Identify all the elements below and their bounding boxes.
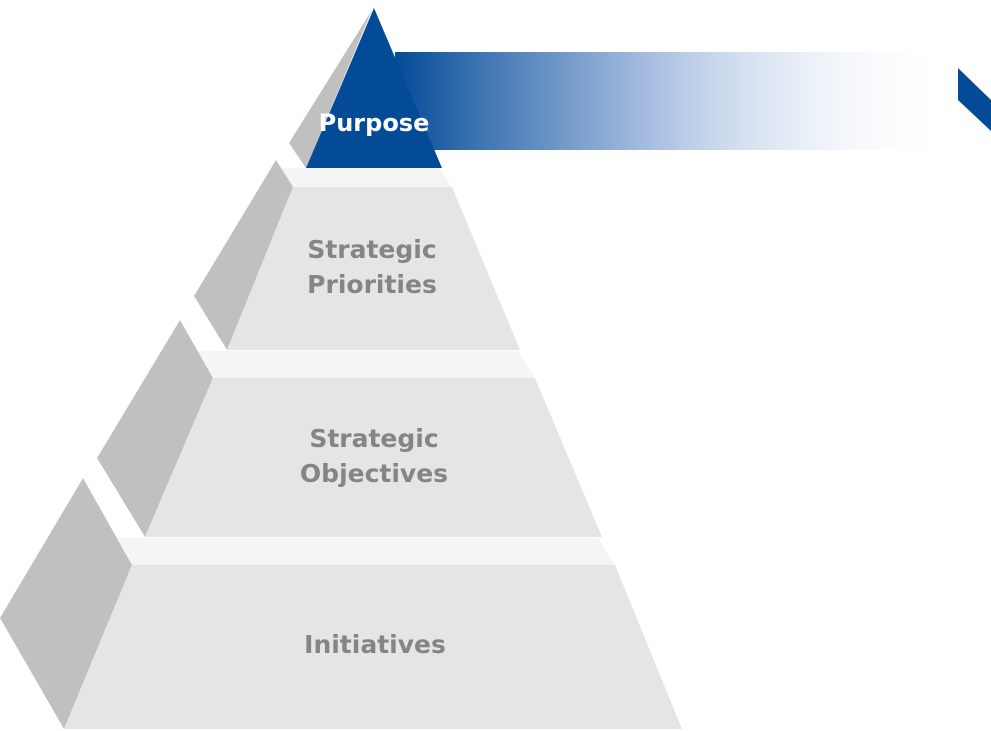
purpose-label: Purpose [319, 109, 430, 137]
tier-initiatives-front [64, 565, 682, 729]
tier-objectives-side [97, 320, 213, 537]
tier-priorities-ledge [278, 168, 452, 187]
initiatives-label: Initiatives [304, 630, 446, 659]
callout-gradient-band [395, 52, 955, 150]
tier-initiatives-side [0, 478, 132, 729]
priorities-label-line-2: Priorities [307, 270, 437, 299]
tier-labels: Purpose Strategic Priorities Strategic O… [300, 109, 448, 659]
tier-initiatives-ledge [118, 538, 615, 565]
tier-objectives-front [145, 378, 602, 537]
tier-strategic-objectives [97, 320, 602, 537]
tier-objectives-ledge [198, 351, 535, 378]
objectives-label-line-2: Objectives [300, 459, 448, 488]
callout-ribbon-fold [958, 68, 991, 131]
priorities-label-line-1: Strategic [307, 235, 436, 264]
tier-strategic-priorities [194, 160, 520, 350]
tier-initiatives [0, 478, 682, 729]
objectives-label-line-1: Strategic [309, 424, 438, 453]
tier-priorities-side [194, 160, 293, 350]
tier-priorities-front [227, 187, 520, 350]
tier-purpose-front [306, 8, 442, 168]
purpose-callout-ribbon [395, 52, 991, 150]
tier-purpose [289, 8, 442, 168]
tier-purpose-side [289, 10, 372, 168]
